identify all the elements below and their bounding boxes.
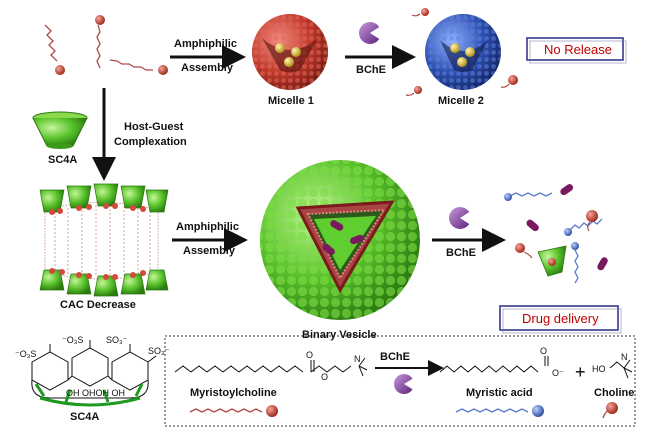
label-drug-delivery: Drug delivery <box>522 311 599 326</box>
label-amphiphilic-top: Amphiphilic <box>174 38 237 50</box>
label-micelle-2: Micelle 2 <box>438 95 484 107</box>
micelle-1 <box>252 14 328 90</box>
label-bche-top: BChE <box>356 64 386 76</box>
label-assembly-top: Assembly <box>181 62 234 74</box>
free-choline-top <box>405 8 518 96</box>
binary-vesicle <box>260 160 420 320</box>
myristoylcholine-cartoon <box>189 405 278 417</box>
chem-n-plus-1: N <box>354 354 361 364</box>
chem-ester-o2: O <box>321 372 328 382</box>
micelle-2 <box>425 14 501 90</box>
label-bche-bottom: BChE <box>380 351 410 363</box>
chem-so3-3: SO₃⁻ <box>106 335 128 345</box>
label-bche-mid: BChE <box>446 247 476 259</box>
chem-so3-4: SO₃⁻ <box>148 346 170 356</box>
sc4a-bilayer <box>39 183 169 297</box>
bche-enzyme-bottom <box>394 374 417 394</box>
label-complexation: Complexation <box>114 136 187 148</box>
label-binary-vesicle: Binary Vesicle <box>302 329 377 341</box>
label-amphiphilic-mid: Amphiphilic <box>176 221 239 233</box>
label-sc4a-top: SC4A <box>48 154 77 166</box>
label-no-release: No Release <box>544 42 612 57</box>
label-cac-decrease: CAC Decrease <box>60 299 136 311</box>
label-host-guest: Host-Guest <box>124 121 184 133</box>
chem-oh-groups: OH OHOH OH <box>66 388 125 398</box>
myristic-acid-cartoon <box>455 405 544 417</box>
myristic-acid-structure <box>439 356 549 373</box>
choline-structure <box>609 359 633 379</box>
choline-cartoon <box>602 402 618 419</box>
chem-so3-2: ⁻O₃S <box>62 335 83 345</box>
bche-enzyme-top <box>359 22 384 44</box>
chem-n-plus-2: N <box>621 352 628 362</box>
bche-enzyme-mid <box>449 207 474 229</box>
sc4a-cone-top <box>32 111 88 149</box>
chem-so3-1: ⁻O₃S <box>15 349 36 359</box>
label-micelle-1: Micelle 1 <box>268 95 314 107</box>
chem-acid-o: O <box>540 346 547 356</box>
chem-choline-ho: HO <box>592 364 606 374</box>
label-myristoylcholine: Myristoylcholine <box>190 387 277 399</box>
sc4a-structure <box>31 340 157 407</box>
label-sc4a-bottom: SC4A <box>70 411 99 423</box>
released-products <box>504 184 608 284</box>
label-myristic-acid: Myristic acid <box>466 387 533 399</box>
no-release-box <box>526 37 627 64</box>
chem-acid-o2: O⁻ <box>552 368 564 378</box>
plus-sign: + <box>575 362 586 382</box>
myristoylcholine-structure <box>174 357 368 377</box>
surfactant-cluster-top <box>44 15 168 75</box>
chem-ester-o: O <box>306 350 313 360</box>
drug-delivery-box <box>499 305 622 334</box>
label-choline: Choline <box>594 387 634 399</box>
label-assembly-mid: Assembly <box>183 245 236 257</box>
